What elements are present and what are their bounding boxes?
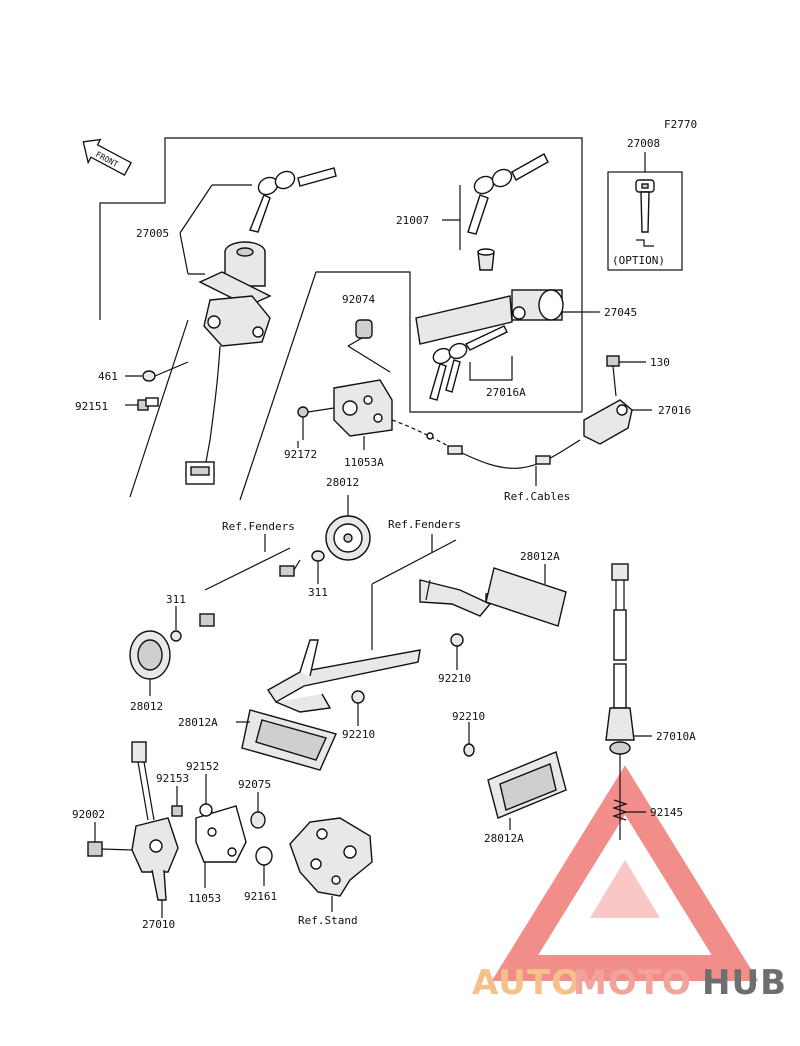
bolt-92002 [87, 822, 133, 857]
label-311-mid: 311 [308, 586, 328, 599]
cable [391, 419, 581, 486]
ignition-switch-body [185, 241, 272, 485]
watermark-moto: MOTO [573, 963, 692, 1003]
spring-92145 [612, 799, 646, 821]
nut-92210-b [450, 633, 464, 647]
latch-27016 [583, 399, 652, 445]
front-arrow-icon: FRONT [82, 138, 132, 176]
label-ref-fenders-right: Ref.Fenders [388, 518, 461, 531]
stand-bracket [289, 817, 373, 912]
label-92151: 92151 [75, 400, 108, 413]
nut-461 [142, 361, 189, 382]
label-92172: 92172 [284, 448, 317, 461]
label-27045: 27045 [604, 306, 637, 319]
reflector-28012-left [129, 606, 215, 696]
nut-92210-c [463, 743, 475, 757]
group-outline [99, 137, 583, 501]
watermark-logo [491, 765, 759, 981]
option-box-caption: (OPTION) [612, 254, 665, 267]
option-key-icon [635, 179, 655, 247]
figure-code: F2770 [664, 118, 697, 131]
watermark-text: AUTO MOTO HUB [472, 963, 787, 1003]
spacer-311-mid [311, 550, 325, 584]
watermark-hub: HUB [702, 963, 787, 1003]
bolt-92153 [171, 786, 183, 817]
label-92210-b: 92210 [342, 728, 375, 741]
ignition-keys-27005 [249, 167, 337, 233]
reflector-28012A-top [485, 564, 567, 627]
label-130: 130 [650, 356, 670, 369]
bolt-ref-fenders-left [279, 559, 301, 577]
label-27016: 27016 [658, 404, 691, 417]
fender-bracket [266, 534, 457, 713]
label-28012A-bot: 28012A [484, 832, 524, 845]
fender-bracket-right [419, 579, 497, 617]
leader-lines [125, 219, 600, 448]
reflector-28012A-bottom [487, 751, 567, 830]
option-box-part: 27008 [627, 137, 660, 150]
grommet-92074 [347, 319, 391, 373]
label-27010: 27010 [142, 918, 175, 931]
collar-92075 [250, 792, 266, 829]
label-28012A-top: 28012A [520, 550, 560, 563]
label-92152: 92152 [186, 760, 219, 773]
part-labels: 27005 21007 27045 92074 461 92151 27016A… [72, 214, 696, 931]
label-27010A: 27010A [656, 730, 696, 743]
label-ref-fenders-left: Ref.Fenders [222, 520, 295, 533]
label-ref-stand: Ref.Stand [298, 914, 358, 927]
lock-27045 [415, 289, 588, 345]
label-27016A: 27016A [486, 386, 526, 399]
label-28012-top: 28012 [326, 476, 359, 489]
label-311-left: 311 [166, 593, 186, 606]
label-92074: 92074 [342, 293, 375, 306]
reflector-28012A-mid [241, 709, 337, 771]
switch-27010A [605, 563, 652, 840]
label-28012-left: 28012 [130, 700, 163, 713]
screw-92172 [297, 406, 335, 440]
label-92153: 92153 [156, 772, 189, 785]
keys-27016A [429, 325, 508, 401]
bolt-92151 [137, 397, 159, 411]
label-21007: 21007 [396, 214, 429, 227]
bracket-11053 [195, 805, 247, 888]
label-92002: 92002 [72, 808, 105, 821]
bracket-11053A [333, 379, 393, 450]
option-box: 27008 (OPTION) [607, 137, 683, 271]
label-27005: 27005 [136, 227, 169, 240]
label-11053: 11053 [188, 892, 221, 905]
label-11053A: 11053A [344, 456, 384, 469]
label-92145: 92145 [650, 806, 683, 819]
watermark-auto: AUTO [472, 963, 581, 1003]
switch-27010 [131, 741, 179, 918]
screw-130 [606, 355, 646, 397]
label-28012A-mid: 28012A [178, 716, 218, 729]
label-ref-cables: Ref.Cables [504, 490, 570, 503]
reflector-28012-top [325, 495, 371, 561]
key-21007 [467, 153, 549, 271]
label-92210-a: 92210 [438, 672, 471, 685]
nut-92210-a [351, 690, 365, 704]
collar-92161 [255, 846, 273, 886]
label-461: 461 [98, 370, 118, 383]
label-92075: 92075 [238, 778, 271, 791]
washer-92152 [199, 803, 213, 817]
label-92161: 92161 [244, 890, 277, 903]
label-92210-c: 92210 [452, 710, 485, 723]
